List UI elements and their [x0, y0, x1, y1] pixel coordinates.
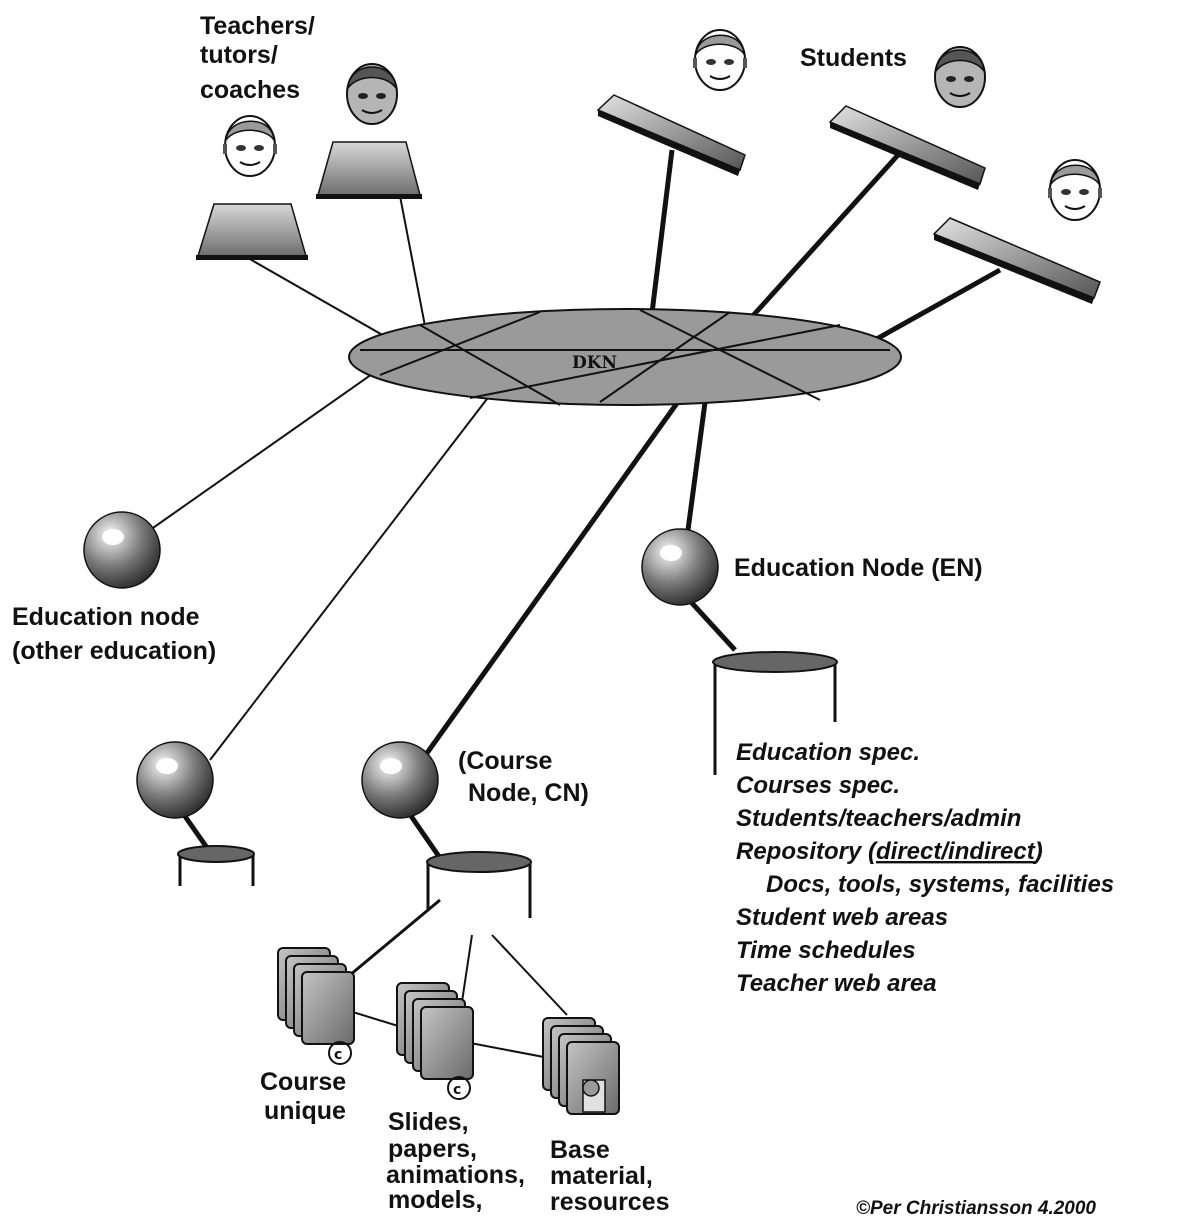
student-panel-1 — [596, 94, 746, 176]
teachers-label-line-3: coaches — [200, 76, 300, 104]
en-spec-repository-line: Repository (direct/indirect) — [736, 838, 1043, 865]
course-unique-label-line-2: unique — [264, 1097, 346, 1125]
slides-label-line-2: papers, — [388, 1135, 477, 1163]
slides-label: Slides, papers, animations, models, ... — [386, 1108, 525, 1222]
course-unique-label: Course unique — [260, 1068, 346, 1125]
student-face-icon-1 — [692, 29, 748, 91]
education-node-database — [712, 651, 838, 775]
en-spec-list: Education spec. Courses spec. Students/t… — [736, 739, 1114, 997]
repo-suffix: ) — [1032, 838, 1043, 865]
course-unique-label-line-1: Course — [260, 1068, 346, 1096]
slides-label-line-5: ... — [388, 1208, 409, 1222]
en-spec-line-5: Docs, tools, systems, facilities — [766, 871, 1114, 898]
link-edu-other — [149, 371, 376, 531]
teacher-face-icon-2 — [346, 63, 398, 125]
course-node-database — [426, 851, 532, 918]
education-node-label: Education Node (EN) — [734, 554, 983, 582]
base-label-line-3: resources — [550, 1188, 670, 1216]
base-material-label: Base material, resources — [550, 1136, 670, 1216]
en-spec-line-8: Teacher web area — [736, 970, 937, 997]
course-node-label-line-2: Node, CN) — [468, 779, 589, 807]
education-other-label-line-2: (other education) — [12, 637, 216, 665]
course-node-ball — [361, 741, 443, 860]
slides-label-line-4: models, — [388, 1186, 482, 1214]
course-unique-docs-icon: c — [277, 947, 355, 1065]
education-node-other-ball — [83, 511, 161, 589]
base-label-line-1: Base — [550, 1136, 610, 1164]
students-label: Students — [800, 44, 907, 72]
student-panel-3 — [932, 217, 1101, 304]
teachers-label: Teachers/ tutors/ coaches — [200, 12, 315, 104]
small-node-database — [177, 845, 255, 886]
teacher-face-icon-1 — [222, 115, 278, 177]
svg-text:c: c — [334, 1047, 342, 1063]
base-material-docs-icon — [542, 1017, 620, 1115]
en-spec-line-2: Courses spec. — [736, 772, 900, 799]
en-spec-line-6: Student web areas — [736, 904, 948, 931]
education-other-label-line-1: Education node — [12, 603, 200, 631]
teachers-label-line-1: Teachers/ — [200, 12, 315, 40]
connection-lines — [149, 149, 1002, 762]
dkn-network: DKN — [348, 308, 902, 406]
slides-label-line-1: Slides, — [388, 1108, 469, 1136]
repo-prefix: Repository ( — [736, 838, 879, 865]
copyright-text: ©Per Christiansson 4.2000 — [856, 1198, 1096, 1219]
link-small-node — [209, 394, 491, 761]
base-label-line-2: material, — [550, 1162, 653, 1190]
student-panel-2 — [828, 105, 986, 190]
course-node-label-line-1: (Course — [458, 747, 553, 775]
student-face-icon-3 — [1047, 159, 1103, 221]
en-spec-line-1: Education spec. — [736, 739, 920, 766]
network-label: DKN — [572, 353, 617, 373]
link-teacher-1 — [247, 257, 401, 346]
education-other-label: Education node (other education) — [12, 603, 216, 665]
education-node-ball — [641, 528, 737, 652]
teachers-label-line-2: tutors/ — [200, 41, 278, 69]
slides-label-line-3: animations, — [386, 1161, 525, 1189]
student-face-icon-2 — [934, 46, 986, 108]
teacher-terminal-1 — [196, 203, 308, 260]
en-spec-line-3: Students/teachers/admin — [736, 805, 1021, 832]
repo-link: direct/indirect — [876, 838, 1036, 865]
small-node-ball — [136, 741, 214, 854]
slides-docs-icon: c — [396, 982, 474, 1100]
link-course-node — [419, 383, 693, 762]
en-spec-line-7: Time schedules — [736, 937, 916, 964]
svg-text:c: c — [453, 1082, 461, 1098]
teacher-terminal-2 — [316, 141, 422, 199]
course-node-label: (Course Node, CN) — [458, 747, 589, 807]
